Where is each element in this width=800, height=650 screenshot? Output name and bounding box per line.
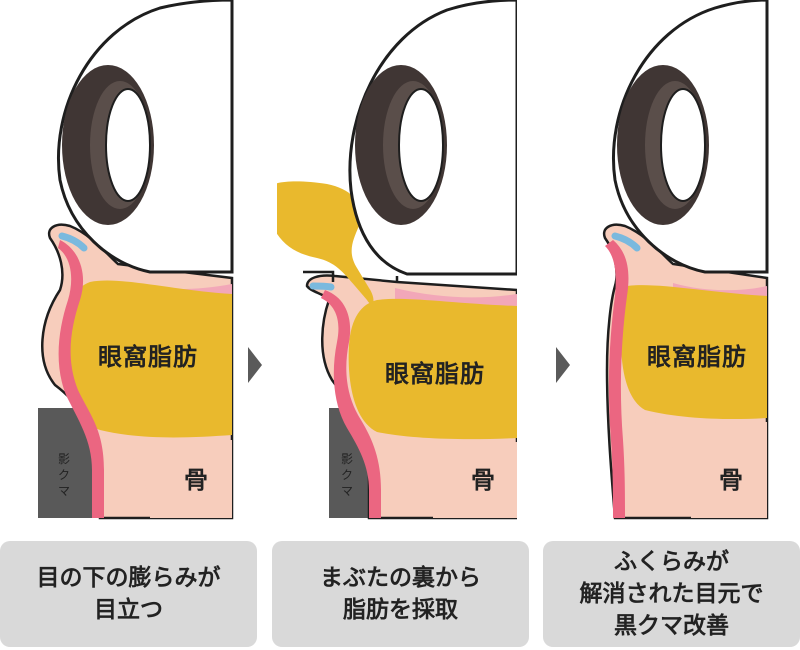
septum-highlight [58, 232, 88, 252]
eyelid-incision [303, 270, 399, 282]
orbicularis-muscle [321, 290, 381, 518]
caption-line: ふくらみが [614, 549, 729, 575]
shadow-label-char: マ [58, 484, 70, 498]
fat-label: 眼窩脂肪 [385, 360, 485, 388]
caption-line: 目立つ [94, 597, 163, 623]
orbital-fat [348, 298, 517, 440]
caption-after: ふくらみが 解消された目元で 黒クマ改善 [543, 541, 800, 647]
panel-removal: 眼窩脂肪 骨 影 ク マ [277, 0, 517, 520]
cornea-highlight [660, 88, 706, 202]
orbital-fat [61, 280, 233, 438]
caption-line: 解消された目元で [579, 581, 764, 607]
caption-before: 目の下の膨らみが 目立つ [0, 541, 257, 647]
bone-area [655, 422, 767, 518]
caption-line: まぶたの裏から [320, 565, 481, 591]
bone-area [403, 442, 517, 518]
caption-line: 目の下の膨らみが [36, 565, 221, 591]
shadow-label-char: 影 [58, 452, 70, 466]
fat-label: 眼窩脂肪 [98, 343, 198, 371]
bone-label: 骨 [719, 466, 743, 494]
orbicularis-muscle [605, 240, 629, 518]
arrow-right-icon [556, 347, 570, 383]
shadow-label-char: ク [341, 468, 353, 482]
caption-removal: まぶたの裏から 脂肪を採取 [272, 541, 529, 647]
orbital-fat [621, 285, 767, 420]
septum-highlight [309, 282, 335, 291]
orbicularis-muscle [58, 240, 104, 518]
cornea-highlight [105, 88, 151, 202]
bone-label: 骨 [184, 466, 208, 494]
panel-after: 眼窩脂肪 骨 [602, 0, 769, 520]
extracted-fat [277, 181, 374, 305]
arrow-right-icon [248, 347, 262, 383]
panel-before: 眼窩脂肪 骨 影 ク マ [38, 0, 234, 520]
caption-line: 黒クマ改善 [614, 613, 729, 639]
fat-label: 眼窩脂肪 [647, 343, 747, 371]
shadow-label-char: ク [58, 468, 70, 482]
septum-highlight [611, 232, 641, 252]
bone-label: 骨 [471, 466, 495, 494]
cornea-highlight [398, 88, 444, 202]
shadow-label-char: 影 [341, 452, 353, 466]
shadow-label-char: マ [341, 484, 353, 498]
bone-area [118, 440, 232, 518]
caption-line: 脂肪を採取 [343, 597, 458, 623]
